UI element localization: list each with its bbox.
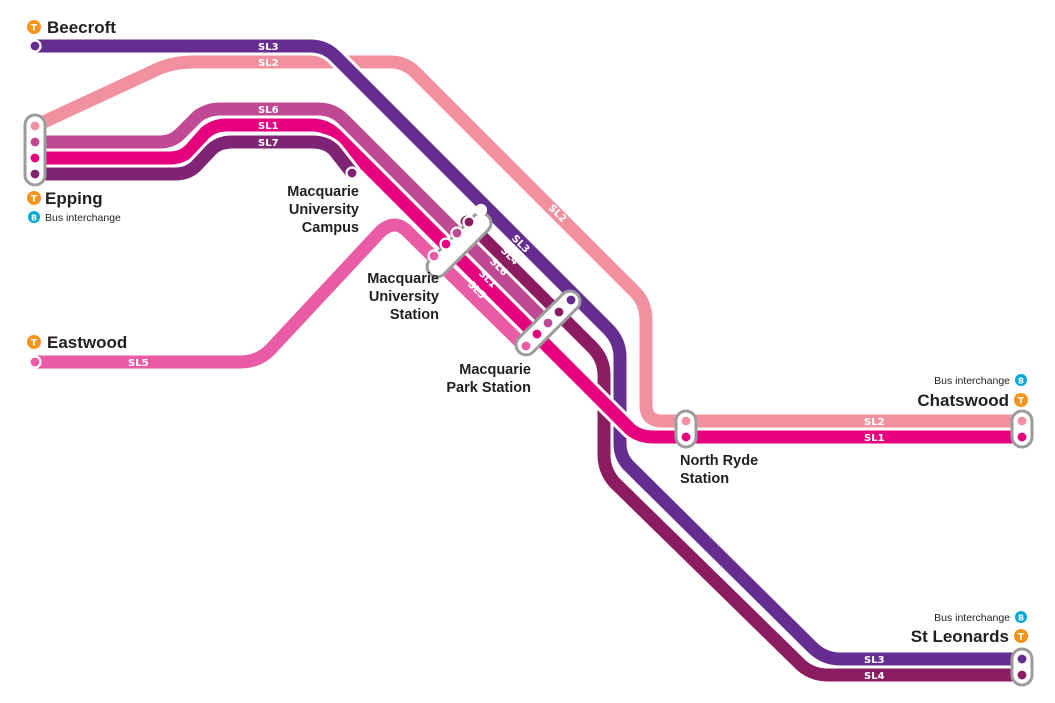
train-icon-letter: T (1018, 397, 1025, 407)
tag-sl3-stleonards: SL3 (864, 655, 885, 666)
tag-sl1-top: SL1 (258, 121, 279, 132)
label-north-ryde-2: Station (680, 471, 729, 487)
train-icon (27, 191, 41, 205)
label-mq-park-2: Park Station (446, 380, 531, 396)
label-mq-campus-2: University (289, 202, 359, 218)
stop-mq-station-box[interactable] (423, 209, 495, 281)
bus-icon-letter: B (1018, 614, 1024, 623)
label-mq-station-1: Macquarie (367, 271, 439, 287)
stop-north-ryde-sl1 (679, 430, 693, 444)
stop-mq-park-sl1 (530, 327, 544, 341)
route-sl5[interactable] (28, 218, 533, 369)
stop-mq-station-sl4 (462, 215, 476, 229)
label-epping-bus: Bus interchange (45, 212, 121, 224)
stop-epping-sl6 (28, 135, 42, 149)
station-stops (23, 39, 1034, 687)
stop-st-leonards-sl4 (1015, 668, 1029, 682)
stop-epping-box[interactable] (23, 113, 47, 187)
tag-sl1-chatswood: SL1 (864, 433, 885, 444)
label-chatswood-bus: Bus interchange (934, 375, 1010, 387)
tag-sl3-beecroft: SL3 (258, 42, 279, 53)
bus-icon-letter: B (1018, 377, 1024, 386)
bus-icon-letter: B (31, 214, 37, 223)
bus-icon (1015, 374, 1027, 386)
tag-sl2-chatswood: SL2 (864, 417, 885, 428)
label-mq-park-1: Macquarie (459, 362, 531, 378)
stop-mq-park-sl6 (541, 316, 555, 330)
train-icon (27, 335, 41, 349)
station-labels: T Beecroft T Epping B Bus interchange T … (27, 18, 1028, 646)
tag-sl2-top: SL2 (258, 58, 279, 69)
label-mq-campus-3: Campus (302, 220, 359, 236)
train-icon-letter: T (31, 24, 38, 34)
stop-chatswood-sl1 (1015, 430, 1029, 444)
stop-epping-sl7 (28, 167, 42, 181)
train-icon (27, 20, 41, 34)
label-epping: Epping (45, 189, 103, 208)
label-mq-station-2: University (369, 289, 439, 305)
stop-mq-station-sl3 (474, 203, 488, 217)
train-icon (1014, 393, 1028, 407)
stop-st-leonards-sl3 (1015, 652, 1029, 666)
route-sl3[interactable] (28, 39, 1029, 666)
route-sl4[interactable] (460, 215, 1029, 682)
label-north-ryde-1: North Ryde (680, 453, 758, 469)
label-mq-station-3: Station (390, 307, 439, 323)
route-sl2[interactable] (28, 55, 1029, 428)
stop-beecroft[interactable] (28, 39, 42, 53)
stop-mq-park-sl5 (519, 339, 533, 353)
route-sl1[interactable] (28, 118, 1029, 444)
tag-sl5-eastwood: SL5 (128, 358, 149, 369)
bus-icon (1015, 611, 1027, 623)
route-sl6[interactable] (28, 102, 555, 331)
stop-mq-park-sl3 (564, 293, 578, 307)
route-lines (25, 36, 1032, 685)
tag-sl6-top: SL6 (258, 105, 279, 116)
route-sl7[interactable] (28, 135, 359, 181)
train-icon-letter: T (31, 195, 38, 205)
train-icon-letter: T (31, 339, 38, 349)
train-icon-letter: T (1018, 633, 1025, 643)
label-st-leonards-bus: Bus interchange (934, 612, 1010, 624)
label-eastwood: Eastwood (47, 333, 127, 352)
label-chatswood: Chatswood (917, 391, 1009, 410)
bus-icon (28, 211, 40, 223)
stop-north-ryde-sl2 (679, 414, 693, 428)
stop-mq-station-sl6 (450, 226, 464, 240)
label-st-leonards: St Leonards (911, 627, 1009, 646)
stop-mq-station-sl5 (427, 249, 441, 263)
train-icon (1014, 629, 1028, 643)
stop-mq-station-sl1 (439, 237, 453, 251)
stop-epping-sl2 (28, 119, 42, 133)
stop-mq-park-sl4 (552, 305, 566, 319)
tag-sl7-top: SL7 (258, 138, 279, 149)
stop-chatswood-sl2 (1015, 414, 1029, 428)
tag-sl4-stleonards: SL4 (864, 671, 885, 682)
stop-epping-sl1 (28, 151, 42, 165)
stop-eastwood[interactable] (28, 355, 42, 369)
label-mq-campus-1: Macquarie (287, 184, 359, 200)
stop-mq-campus[interactable] (345, 166, 359, 180)
label-beecroft: Beecroft (47, 18, 116, 37)
